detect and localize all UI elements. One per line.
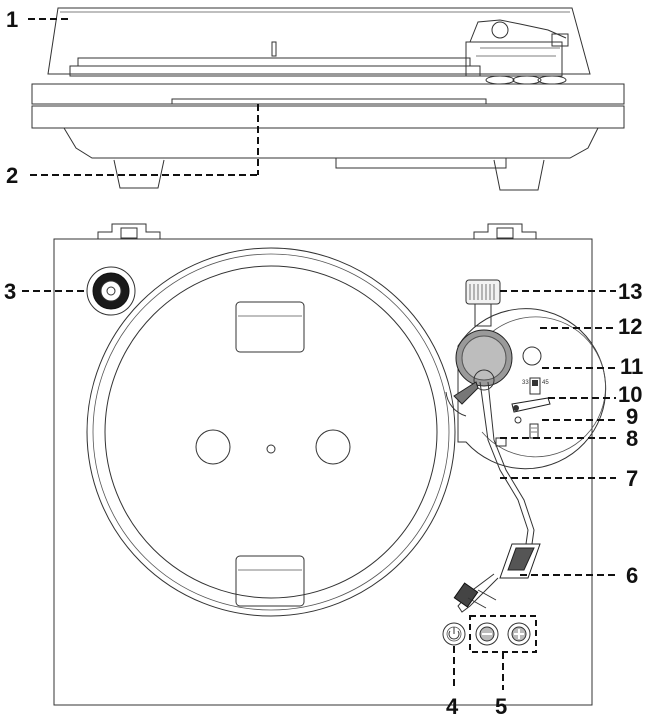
spindle [266,444,276,454]
turntable-body [53,238,593,706]
platter-slot-top [235,301,305,353]
hinge-left [97,223,161,239]
foot-left [113,159,165,189]
callout-12: 12 [618,314,642,339]
front-indicator-strip [171,98,487,105]
auto-stop-button[interactable] [522,346,542,366]
callout-13: 13 [618,279,642,304]
plus-icon [514,629,524,639]
callout-6: 6 [626,563,638,588]
plinth-front [31,105,625,129]
hinge-right [473,223,537,239]
callout-2: 2 [6,163,18,188]
top-view: 33 45 [53,223,607,706]
speed-mark-b: 45 [542,380,549,386]
power-icon [448,627,460,640]
platter-slot-bottom [235,555,305,607]
dust-cover [47,7,591,75]
callout-5: 5 [495,694,507,719]
headshell [453,543,541,613]
platter [86,247,456,617]
callout-9: 9 [626,404,638,429]
volume-down-button[interactable] [475,622,499,646]
plinth-top [31,83,625,105]
rpm-adapter [86,266,136,316]
speed-mark-a: 33 [522,380,529,386]
leader-lines [22,18,616,690]
callout-labels: 1 2 3 4 5 6 7 8 9 10 11 12 13 [4,7,643,719]
foot-right [493,159,545,191]
callout-11: 11 [620,354,643,379]
tonearm-base: 33 45 [445,279,607,470]
anti-skate-dial[interactable] [529,423,539,439]
platter-hole-right [315,429,351,465]
side-platter [77,57,471,67]
volume-up-button[interactable] [507,622,531,646]
callout-8: 8 [626,426,638,451]
callout-4: 4 [446,694,459,719]
callout-1: 1 [6,7,18,32]
callout-3: 3 [4,279,16,304]
callout-10: 10 [618,382,642,407]
side-view [31,7,625,191]
cue-lever [453,381,479,405]
counterweight [465,279,501,327]
callout-7: 7 [626,466,638,491]
side-tonearm [465,19,569,85]
speed-switch[interactable]: 33 45 [522,377,549,395]
power-button[interactable] [442,622,466,646]
platter-hole-left [195,429,231,465]
tonearm [453,381,541,613]
